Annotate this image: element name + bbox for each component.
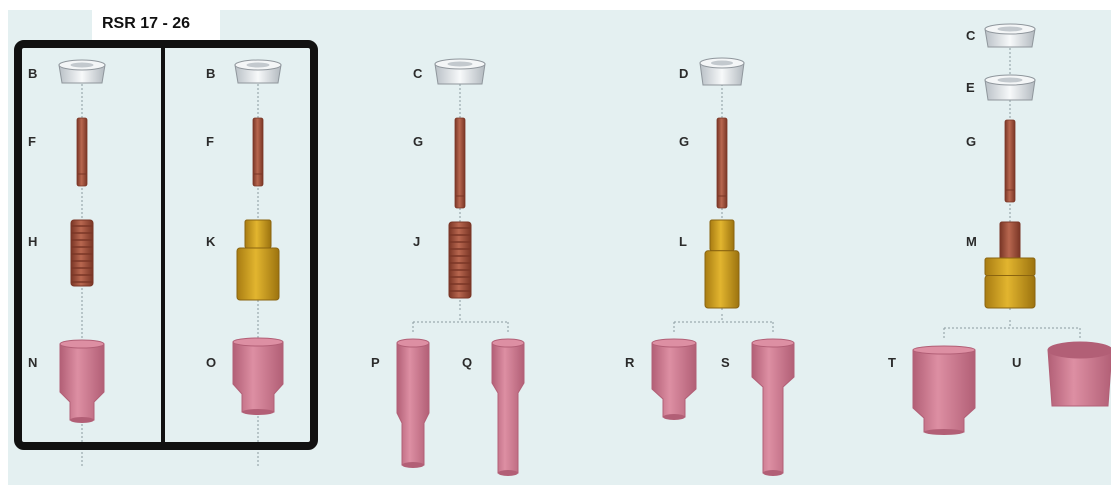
- part-n-rim: [60, 340, 104, 348]
- label-f-left: F: [28, 134, 36, 149]
- part-l-top: [710, 220, 734, 251]
- part-t: [913, 350, 975, 432]
- label-e: E: [966, 80, 975, 95]
- part-b-right-hole: [247, 63, 270, 68]
- label-b-left: B: [28, 66, 37, 81]
- model-title: RSR 17 - 26: [102, 15, 190, 33]
- label-m: M: [966, 234, 977, 249]
- label-g-second: G: [679, 134, 689, 149]
- part-n-mouth: [70, 417, 94, 423]
- part-p: [397, 343, 429, 465]
- label-h: H: [28, 234, 37, 249]
- label-g-third: G: [966, 134, 976, 149]
- label-k: K: [206, 234, 215, 249]
- part-s-mouth: [763, 470, 783, 476]
- label-u: U: [1012, 355, 1021, 370]
- part-g-second: [717, 118, 727, 208]
- label-l: L: [679, 234, 687, 249]
- part-p-rim: [397, 339, 429, 347]
- model-badge: RSR 17 - 26: [92, 10, 220, 40]
- part-o-mouth: [242, 409, 274, 415]
- part-o: [233, 342, 283, 412]
- label-r: R: [625, 355, 634, 370]
- part-f-right: [253, 118, 263, 186]
- part-k: [237, 248, 279, 300]
- label-j: J: [413, 234, 420, 249]
- part-h: [71, 220, 93, 286]
- part-l: [705, 251, 739, 308]
- label-g-first: G: [413, 134, 423, 149]
- part-c-second-hole: [998, 27, 1023, 32]
- part-q: [492, 343, 524, 473]
- label-q: Q: [462, 355, 472, 370]
- label-f-right: F: [206, 134, 214, 149]
- part-r-rim: [652, 339, 696, 347]
- label-s: S: [721, 355, 730, 370]
- part-g-first: [455, 118, 465, 208]
- part-c-first-hole: [448, 62, 473, 67]
- part-m: [985, 276, 1035, 309]
- part-q-rim: [492, 339, 524, 347]
- label-c-first: C: [413, 66, 422, 81]
- part-p-mouth: [402, 462, 424, 468]
- part-j: [449, 222, 471, 298]
- label-o: O: [206, 355, 216, 370]
- part-e-hole: [998, 78, 1023, 83]
- part-b-left-hole: [71, 63, 94, 68]
- label-b-right: B: [206, 66, 215, 81]
- part-t-rim: [913, 346, 975, 354]
- part-t-mouth: [924, 429, 964, 435]
- part-m-top: [985, 258, 1035, 276]
- label-p: P: [371, 355, 380, 370]
- part-k-top: [245, 220, 271, 248]
- part-s-rim: [752, 339, 794, 347]
- part-r: [652, 343, 696, 417]
- part-s: [752, 343, 794, 473]
- part-o-rim: [233, 338, 283, 346]
- label-n: N: [28, 355, 37, 370]
- part-d-hole: [711, 61, 733, 66]
- label-d: D: [679, 66, 688, 81]
- label-c-second: C: [966, 28, 975, 43]
- part-f-left: [77, 118, 87, 186]
- label-t: T: [888, 355, 896, 370]
- part-n: [60, 344, 104, 420]
- part-u-opening: [1048, 342, 1111, 358]
- part-r-mouth: [663, 414, 685, 420]
- part-q-mouth: [498, 470, 518, 476]
